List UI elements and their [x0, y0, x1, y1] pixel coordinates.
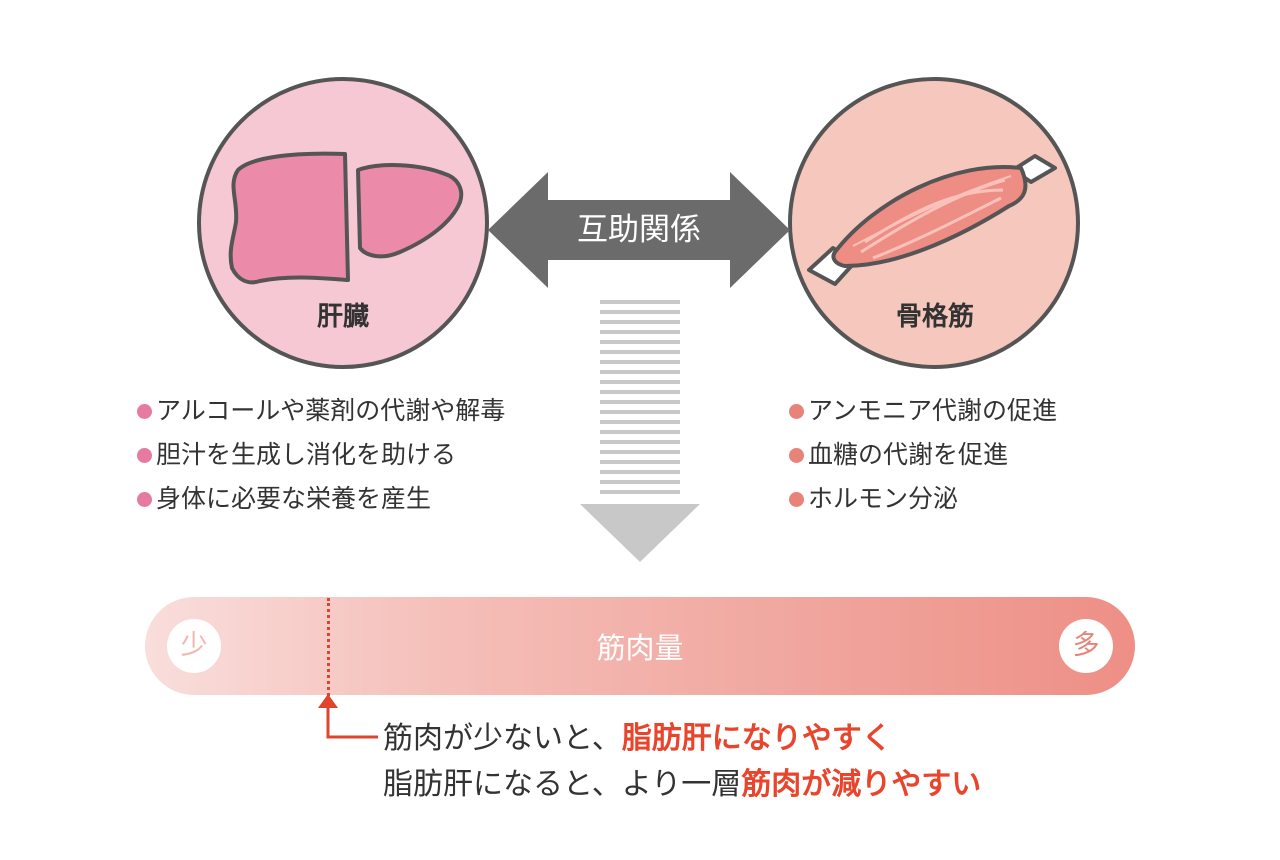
caption-highlight: 脂肪肝になりやすく	[621, 721, 892, 756]
list-item-text: アンモニア代謝の促進	[808, 396, 1058, 425]
list-item-text: ホルモン分泌	[808, 484, 959, 513]
bullet-dot	[137, 491, 152, 507]
scale-low-label: 少	[167, 619, 221, 673]
list-item: 血糖の代謝を促進	[789, 433, 1057, 477]
muscle-mass-scale: 少 筋肉量 多	[145, 597, 1135, 695]
bullet-dot	[137, 447, 152, 463]
threshold-marker	[327, 598, 330, 696]
liver-icon	[228, 151, 464, 285]
list-item-text: 身体に必要な栄養を産生	[156, 484, 432, 513]
bullet-dot	[789, 403, 804, 419]
list-item: アルコールや薬剤の代謝や解毒	[137, 389, 505, 433]
caption-text: 脂肪肝になると、より一層	[383, 767, 742, 802]
liver-label: 肝臓	[316, 302, 369, 332]
list-item: アンモニア代謝の促進	[789, 389, 1057, 433]
scale-high-label: 多	[1059, 619, 1113, 673]
caption-text: 筋肉が少ないと、	[383, 721, 622, 756]
caption-line-2: 脂肪肝になると、より一層筋肉が減りやすい	[383, 762, 981, 808]
caption-line-1: 筋肉が少ないと、脂肪肝になりやすく	[383, 716, 892, 762]
muscle-function-list: アンモニア代謝の促進 血糖の代謝を促進 ホルモン分泌	[789, 389, 1057, 521]
list-item: 身体に必要な栄養を産生	[137, 477, 505, 521]
muscle-label: 骨格筋	[895, 302, 974, 332]
list-item: ホルモン分泌	[789, 477, 1057, 521]
pointer-arrow-icon	[318, 694, 378, 739]
bullet-dot	[137, 403, 152, 419]
liver-function-list: アルコールや薬剤の代謝や解毒 胆汁を生成し消化を助ける 身体に必要な栄養を産生	[137, 389, 505, 521]
list-item: 胆汁を生成し消化を助ける	[137, 433, 505, 477]
relation-label: 互助関係	[577, 212, 701, 248]
list-item-text: アルコールや薬剤の代謝や解毒	[156, 396, 506, 425]
skeletal-muscle-icon	[807, 154, 1057, 286]
caption-highlight: 筋肉が減りやすい	[741, 767, 982, 802]
bullet-dot	[789, 447, 804, 463]
double-arrow-icon	[488, 172, 790, 288]
list-item-text: 血糖の代謝を促進	[808, 440, 1009, 469]
list-item-text: 胆汁を生成し消化を助ける	[156, 440, 457, 469]
down-arrow-icon	[580, 300, 700, 562]
bullet-dot	[789, 491, 804, 507]
scale-title: 筋肉量	[596, 631, 684, 665]
